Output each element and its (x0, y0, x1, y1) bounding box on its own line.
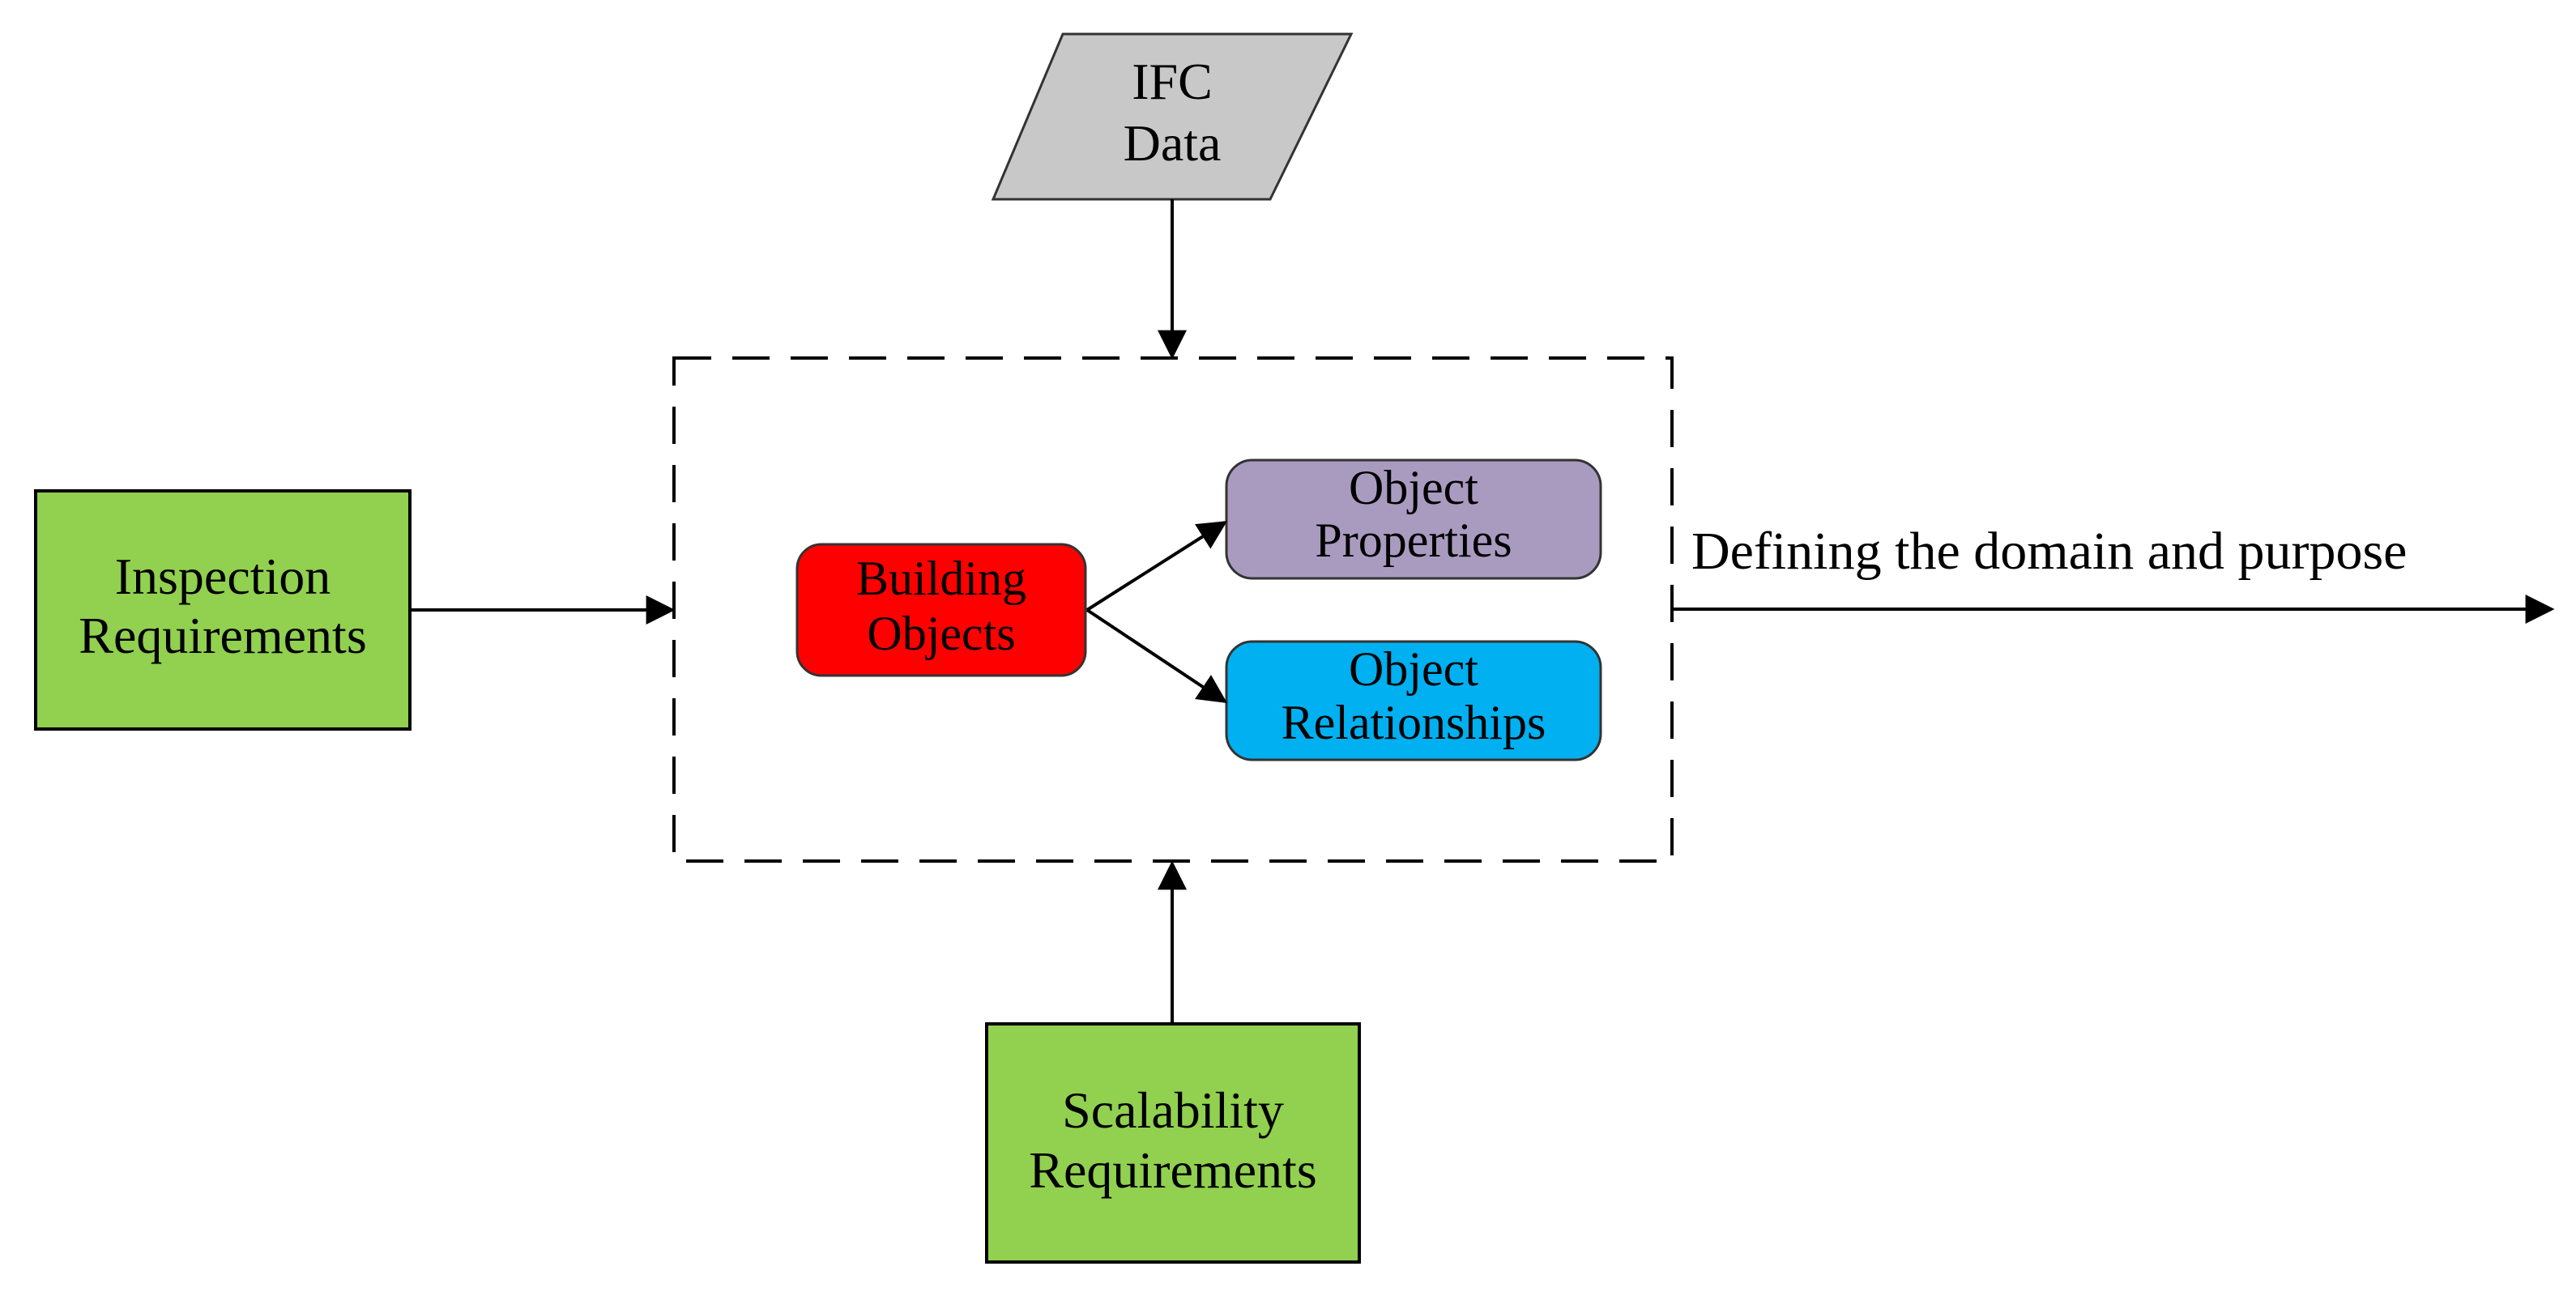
scalability-requirements-node: Scalability Requirements (985, 1022, 1361, 1264)
ifc-data-shape (991, 32, 1354, 201)
object-relationships-label-line-1: Object (1349, 642, 1478, 696)
arrow-building-to-relationships (1085, 608, 1227, 703)
object-properties-shape (1225, 458, 1602, 580)
inspection-requirements-label-line-2: Requirements (79, 607, 366, 664)
object-properties-label-line-1: Object (1349, 461, 1478, 514)
scalability-requirements-shape (985, 1022, 1361, 1264)
ifc-data-label-line-2: Data (1124, 114, 1222, 172)
building-objects-label-line-1: Building (856, 552, 1026, 605)
scalability-requirements-label-line-1: Scalability (1062, 1081, 1284, 1139)
object-relationships-label-line-2: Relationships (1282, 696, 1546, 749)
inspection-requirements-shape (34, 489, 412, 731)
building-objects-node: Building Objects (795, 543, 1087, 677)
building-objects-label-line-2: Objects (867, 607, 1015, 660)
ifc-data-node: IFC Data (991, 32, 1354, 201)
output-label: Defining the domain and purpose (1691, 522, 2407, 581)
inspection-requirements-node: Inspection Requirements (34, 489, 412, 731)
arrow-building-to-properties (1085, 521, 1228, 612)
object-relationships-node: Object Relationships (1225, 640, 1602, 761)
object-properties-label-line-2: Properties (1315, 514, 1512, 567)
object-properties-node: Object Properties (1225, 458, 1602, 580)
ifc-data-label-line-1: IFC (1132, 53, 1213, 110)
building-objects-shape (795, 543, 1087, 677)
scalability-requirements-label-line-2: Requirements (1029, 1141, 1316, 1199)
inspection-requirements-label-line-1: Inspection (115, 548, 331, 605)
